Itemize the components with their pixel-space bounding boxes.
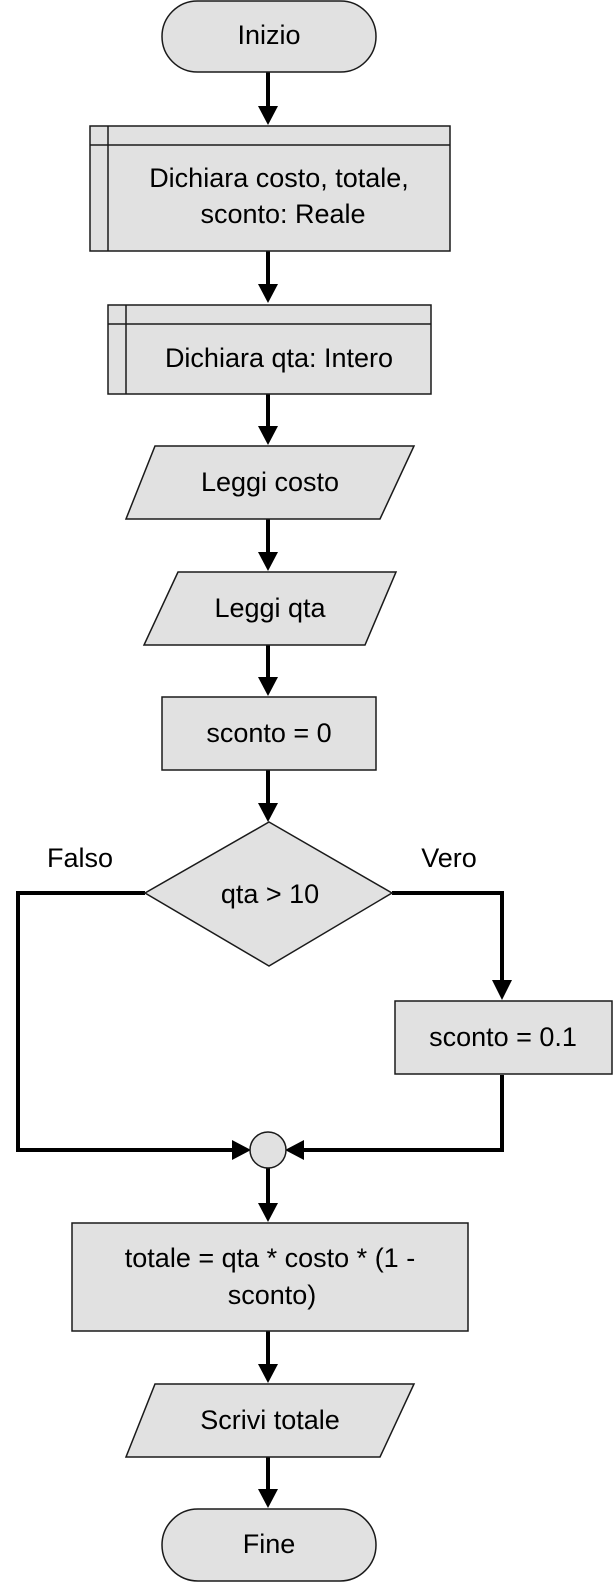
merge-connector <box>249 1131 287 1169</box>
end-terminal: Fine <box>161 1508 377 1582</box>
false-branch-label: Falso <box>47 843 113 873</box>
init-discount-process: sconto = 0 <box>161 696 377 771</box>
start-terminal: Inizio <box>161 0 377 73</box>
start-label: Inizio <box>237 20 300 50</box>
arrowhead-icon <box>258 284 278 303</box>
arrowhead-icon <box>258 677 278 696</box>
set-discount-label: sconto = 0.1 <box>429 1022 577 1052</box>
arrowhead-icon <box>258 1203 278 1222</box>
arrowhead-icon <box>258 1364 278 1383</box>
declare-int-label: Dichiara qta: Intero <box>165 343 393 373</box>
connectors <box>16 72 512 1508</box>
edge-set-discount-to-merge <box>300 1075 504 1152</box>
read-qty-input: Leggi qta <box>142 571 398 646</box>
arrowhead-icon <box>492 980 512 1000</box>
compute-total-process: totale = qta * costo * (1 - sconto) <box>71 1222 469 1332</box>
read-cost-label: Leggi costo <box>201 467 339 497</box>
arrowhead-icon <box>258 1489 278 1508</box>
declare-real-line-2: sconto: Reale <box>200 199 365 229</box>
edge-condition-true-to-set-discount <box>392 891 504 984</box>
arrowhead-icon <box>258 803 278 822</box>
write-total-output: Scrivi totale <box>124 1383 416 1458</box>
arrowhead-icon <box>258 552 278 571</box>
arrowhead-icon <box>285 1140 304 1160</box>
set-discount-process: sconto = 0.1 <box>394 1000 613 1075</box>
true-branch-label: Vero <box>421 843 477 873</box>
read-cost-input: Leggi costo <box>124 445 416 520</box>
compute-total-line-1: totale = qta * costo * (1 - <box>125 1243 415 1273</box>
decision-label: qta > 10 <box>221 879 319 909</box>
read-qty-label: Leggi qta <box>214 593 326 623</box>
declare-real-line-1: Dichiara costo, totale, <box>149 163 409 193</box>
compute-total-line-2: sconto) <box>228 1280 317 1310</box>
write-total-label: Scrivi totale <box>200 1405 340 1435</box>
declare-int-var-process: Dichiara qta: Intero <box>107 304 432 395</box>
arrowhead-icon <box>258 426 278 445</box>
declare-real-vars-process: Dichiara costo, totale, sconto: Reale <box>89 125 451 252</box>
end-label: Fine <box>243 1529 296 1559</box>
init-discount-label: sconto = 0 <box>206 718 331 748</box>
edge-condition-false-to-merge <box>16 891 236 1152</box>
quantity-decision: qta > 10 <box>143 821 394 967</box>
arrowhead-icon <box>232 1140 251 1160</box>
arrowhead-icon <box>258 106 278 125</box>
